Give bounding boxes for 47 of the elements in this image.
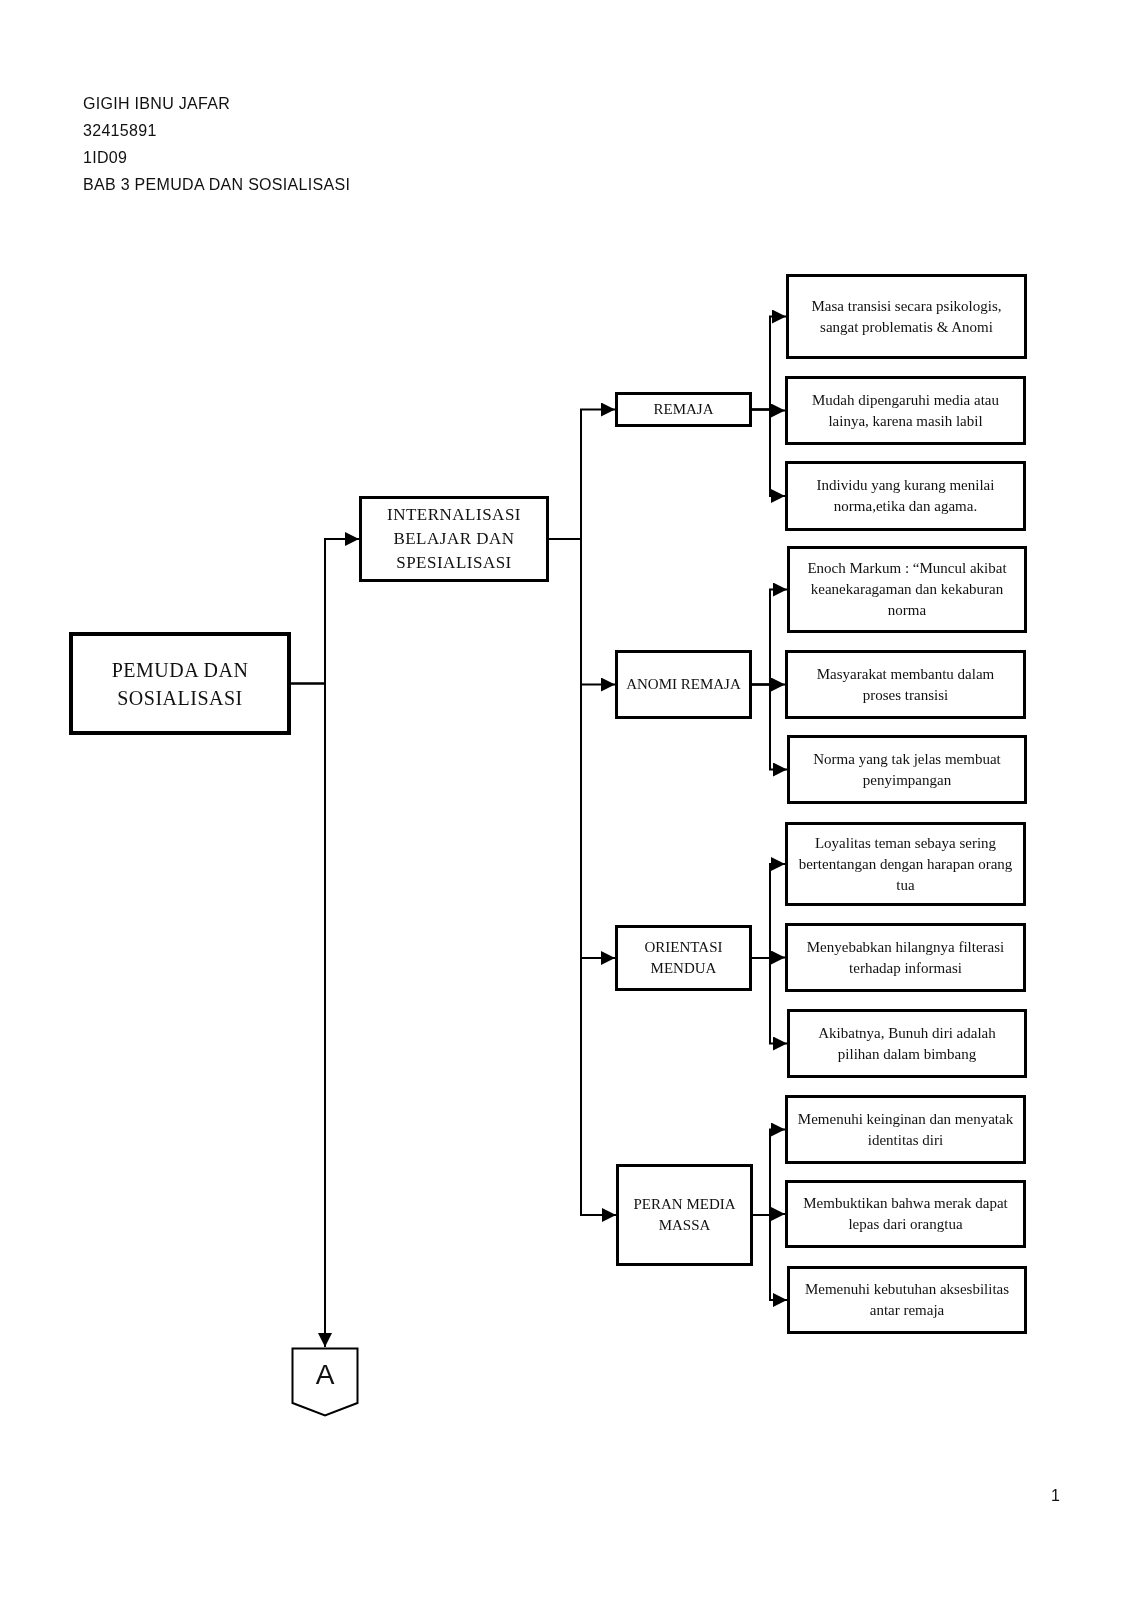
process-box xyxy=(616,1164,753,1266)
box-label: Memenuhi kebutuhan aksesbilitas antar remaja xyxy=(803,1280,1011,1320)
process-box xyxy=(785,1095,1026,1164)
box-label: PEMUDA DAN SOSIALISASI xyxy=(110,657,250,711)
box-label: REMAJA xyxy=(653,400,714,419)
process-box xyxy=(785,461,1026,531)
process-box xyxy=(785,822,1026,906)
process-box xyxy=(615,925,752,991)
box-label: Membuktikan bahwa merak dapat lepas dari orangtua xyxy=(802,1194,1009,1234)
process-box xyxy=(615,650,752,719)
off-page-connector xyxy=(291,1347,359,1417)
process-box xyxy=(786,274,1027,359)
box-label: ANOMI REMAJA xyxy=(626,675,741,694)
header-text: GIGIH IBNU JAFAR xyxy=(83,95,231,113)
box-label: A xyxy=(315,1359,335,1391)
header-text: 1ID09 xyxy=(83,149,128,167)
header-text: BAB 3 PEMUDA DAN SOSIALISASI xyxy=(83,176,351,194)
box-label: Enoch Markum : “Muncul akibat keanekaragaman dan kekaburan norma xyxy=(806,559,1008,620)
process-box xyxy=(359,496,549,582)
process-box xyxy=(787,1009,1027,1078)
box-label: ORIENTASI MENDUA xyxy=(643,938,724,978)
connector-arrow xyxy=(751,683,788,777)
box-label: Individu yang kurang menilai norma,etika dan agama. xyxy=(815,476,996,516)
connector-arrow xyxy=(751,408,786,503)
box-label: PERAN MEDIA MASSA xyxy=(632,1195,737,1235)
process-box xyxy=(787,1266,1027,1334)
box-label: Loyalitas teman sebaya sering bertentangan dengan harapan orang tua xyxy=(797,833,1014,895)
box-label: Mudah dipengaruhi media atau lainya, karena masih labil xyxy=(811,390,1000,431)
box-label: INTERNALISASI BELAJAR DAN SPESIALISASI xyxy=(386,504,522,574)
process-box xyxy=(785,1180,1026,1248)
process-box xyxy=(785,923,1026,992)
connector-arrow xyxy=(751,957,788,1051)
process-box xyxy=(787,735,1027,804)
box-label: Memenuhi keinginan dan menyatak identitas diri xyxy=(796,1109,1015,1150)
box-label: Akibatnya, Bunuh diri adalah pilihan dalam bimbang xyxy=(817,1023,997,1064)
header-text: 32415891 xyxy=(83,122,157,140)
box-label: Masyarakat membantu dalam proses transisi xyxy=(815,664,996,705)
connector-arrow xyxy=(290,682,332,1348)
box-label: Menyebabkan hilangnya filterasi terhadap informasi xyxy=(805,937,1006,978)
box-label: Norma yang tak jelas membuat penyimpangan xyxy=(812,749,1002,790)
process-box xyxy=(69,632,291,735)
process-box xyxy=(787,546,1027,633)
process-box xyxy=(615,392,752,427)
process-box xyxy=(785,650,1026,719)
process-box xyxy=(785,376,1026,445)
page-number: 1 xyxy=(1051,1487,1061,1505)
box-label: Masa transisi secara psikologis, sangat problematis & Anomi xyxy=(810,296,1003,337)
